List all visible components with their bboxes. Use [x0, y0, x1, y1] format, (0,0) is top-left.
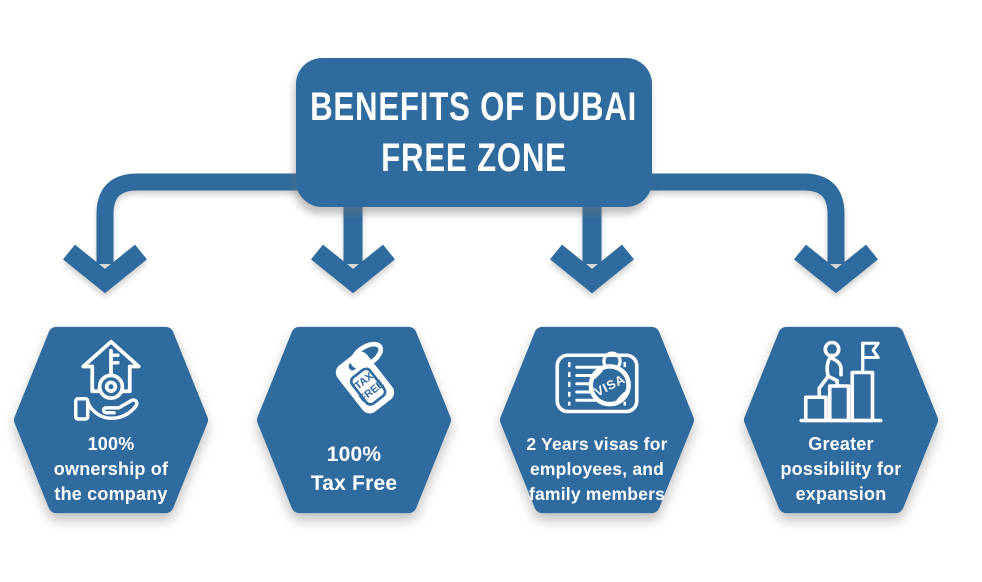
hexagon-shape — [256, 326, 452, 514]
growth-expansion-icon — [799, 340, 883, 423]
benefit-hexagon-expansion: Greater possibility for expansion — [743, 322, 939, 518]
benefit-label: 2 Years visas for employees, and family … — [526, 434, 668, 504]
title-box: BENEFITS OF DUBAI FREE ZONE — [296, 58, 652, 207]
arrow-down-third — [550, 200, 634, 294]
title-line-2: FREE ZONE — [381, 135, 567, 180]
hexagon-shape — [499, 326, 695, 514]
benefit-label: 100% Tax Free — [310, 443, 398, 495]
title-line-1: BENEFITS OF DUBAI — [310, 84, 638, 129]
company-ownership-icon — [74, 339, 141, 421]
hexagon-shape — [13, 326, 209, 514]
arrow-left-elbow — [63, 173, 304, 294]
benefit-hexagon-tax-free: TAX FREE 100% Tax Free — [256, 322, 452, 518]
arrow-down-second — [311, 200, 395, 294]
arrow-right-elbow — [644, 173, 878, 294]
visa-document-icon: VISA — [555, 351, 639, 414]
tax-free-tag-icon: TAX FREE — [335, 341, 395, 414]
benefit-label: Greater possibility for expansion — [780, 434, 902, 504]
benefit-hexagon-ownership: 100% ownership of the company — [13, 322, 209, 518]
benefit-label: 100% ownership of the company — [53, 434, 169, 504]
benefit-hexagon-visas: VISA 2 Years visas for employees, and fa… — [499, 322, 695, 518]
